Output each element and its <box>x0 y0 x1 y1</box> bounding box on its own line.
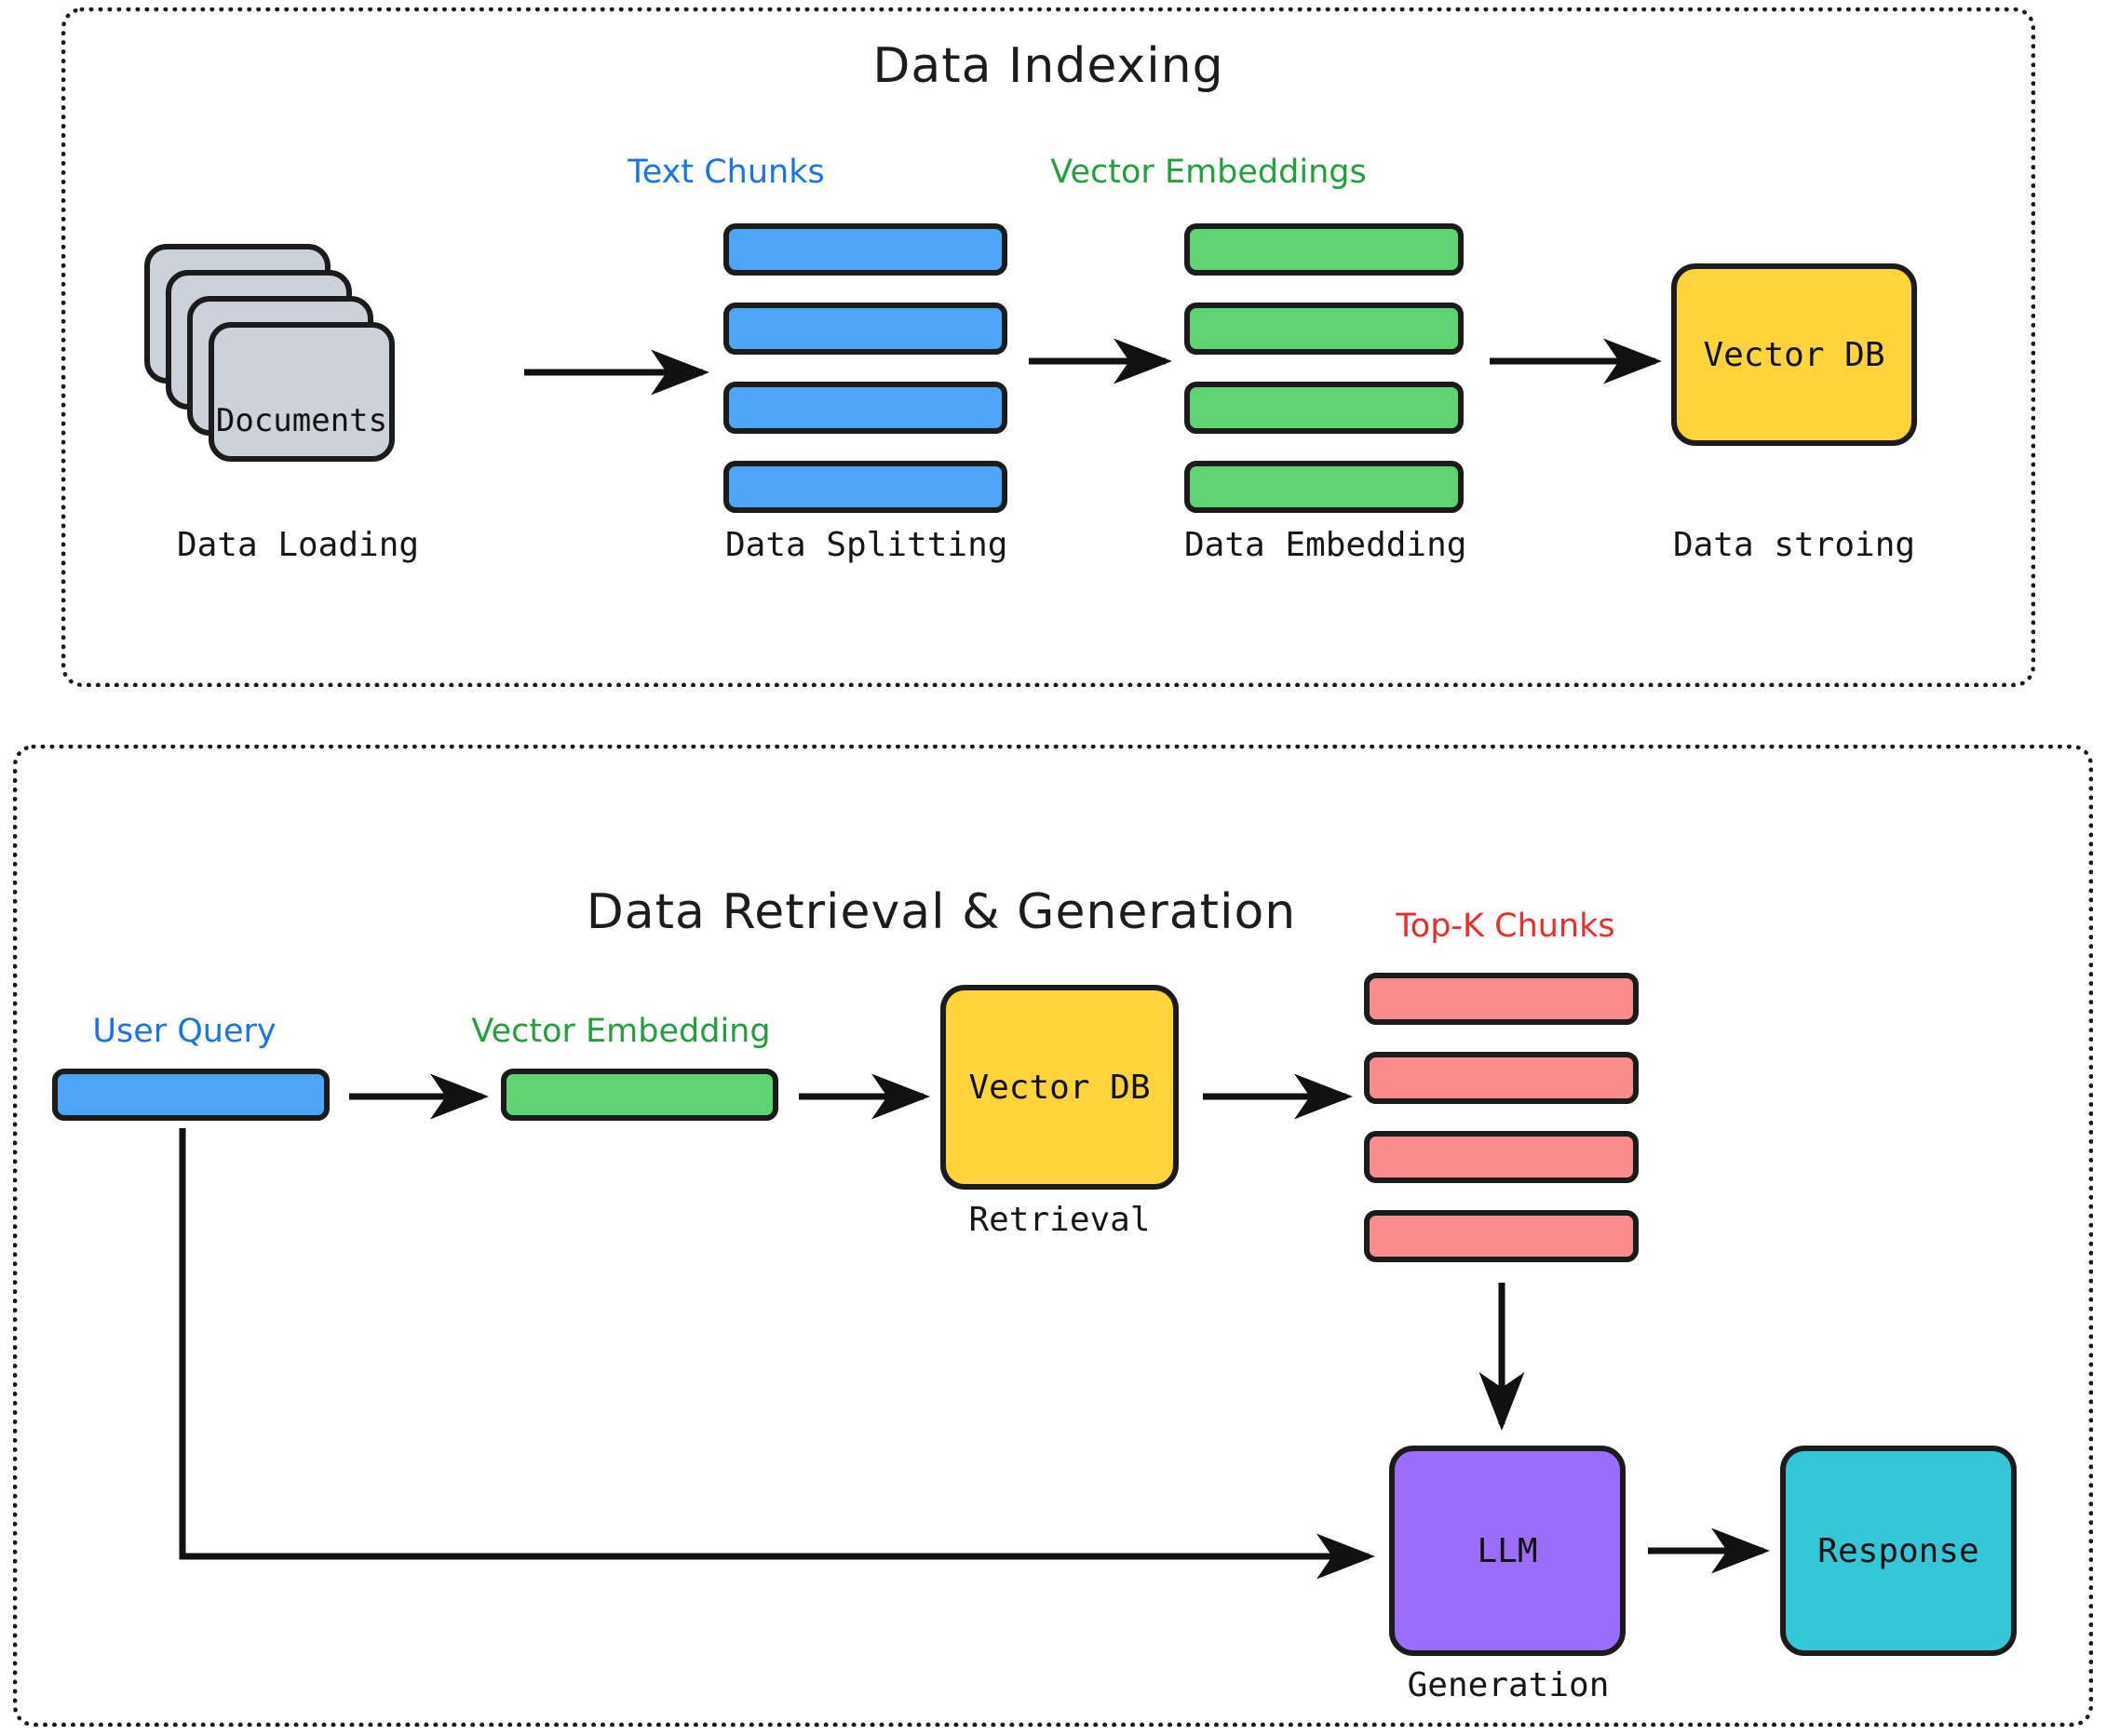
caption-data-splitting: Data Splitting <box>725 526 1008 564</box>
text-chunk-bar <box>723 461 1007 513</box>
caption-data-loading: Data Loading <box>176 526 420 564</box>
vector-db-box-indexing: Vector DB <box>1671 263 1917 446</box>
text-chunk-bar <box>723 303 1007 355</box>
section-title-data-retrieval-generation: Data Retrieval & Generation <box>586 884 1297 940</box>
vector-embedding-bar <box>1184 461 1464 513</box>
caption-generation: Generation <box>1407 1666 1610 1704</box>
llm-box: LLM <box>1389 1446 1626 1656</box>
caption-data-embedding: Data Embedding <box>1184 526 1467 564</box>
group-label-user-query: User Query <box>92 1013 277 1050</box>
response-box: Response <box>1780 1446 2017 1656</box>
group-label-vector-embeddings: Vector Embeddings <box>1050 154 1367 191</box>
document-card-front: Documents <box>209 322 395 462</box>
vector-embedding-bar <box>1184 223 1464 276</box>
group-label-vector-embedding: Vector Embedding <box>471 1013 771 1050</box>
vector-embedding-bar <box>1184 303 1464 355</box>
top-k-chunk-bar <box>1364 1210 1639 1262</box>
user-query-bar <box>52 1069 330 1121</box>
group-label-text-chunks: Text Chunks <box>628 154 825 191</box>
top-k-chunk-bar <box>1364 1131 1639 1183</box>
top-k-chunk-bar <box>1364 973 1639 1025</box>
text-chunk-bar <box>723 223 1007 276</box>
text-chunk-bar <box>723 382 1007 434</box>
vector-embedding-bar-retrieval <box>501 1069 778 1121</box>
group-label-top-k-chunks: Top-K Chunks <box>1396 908 1615 945</box>
caption-data-storing: Data stroing <box>1672 526 1916 564</box>
caption-retrieval: Retrieval <box>968 1201 1151 1239</box>
vector-embedding-bar <box>1184 382 1464 434</box>
section-title-data-indexing: Data Indexing <box>872 38 1224 94</box>
vector-db-box-retrieval: Vector DB <box>940 985 1179 1190</box>
top-k-chunk-bar <box>1364 1052 1639 1104</box>
